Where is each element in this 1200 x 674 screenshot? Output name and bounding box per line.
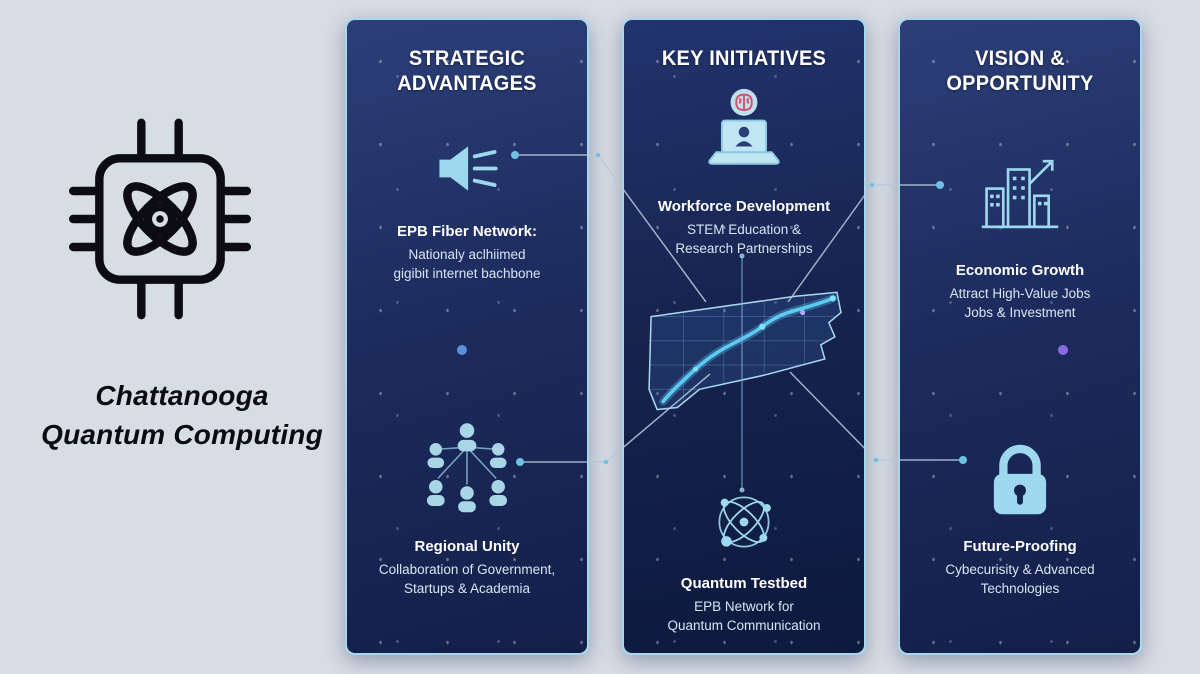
item-heading: Economic Growth	[955, 262, 1085, 279]
item-heading: Regional Unity	[414, 538, 520, 555]
padlock-icon	[900, 438, 1140, 524]
panel-key-initiatives: KEY INITIATIVES Workforce Development ST…	[622, 18, 866, 655]
initiatives-item-testbed: Quantum Testbed EPB Network for Quantum …	[624, 575, 864, 635]
strategic-item-fiber: EPB Fiber Network: Nationaly aclhiimed g…	[347, 223, 587, 283]
panel-title-initiatives: KEY INITIATIVES	[661, 47, 827, 70]
panel-vision-opportunity: VISION & OPPORTUNITY Economic Growth	[898, 18, 1142, 655]
brand-title: Chattanooga Quantum Computing	[41, 380, 323, 451]
item-heading: Quantum Testbed	[680, 575, 808, 592]
item-body: STEM Education & Research Partnerships	[675, 222, 813, 257]
vision-item-futureproof: Future-Proofing Cybecurisity & Advanced …	[900, 538, 1140, 598]
brain-icon	[735, 93, 753, 111]
panel-title-vision: VISION & OPPORTUNITY	[946, 47, 1094, 96]
item-heading: Workforce Development	[657, 198, 831, 215]
strategic-item-unity: Regional Unity Collaboration of Governme…	[347, 538, 587, 598]
panel-title-strategic: STRATEGIC ADVANTAGES	[397, 47, 537, 96]
item-body: EPB Network for Quantum Communication	[667, 599, 821, 634]
item-heading: EPB Fiber Network:	[396, 223, 538, 240]
initiatives-item-workforce: Workforce Development STEM Education & R…	[624, 198, 864, 258]
item-body: Collaboration of Government, Startups & …	[378, 562, 556, 597]
megaphone-icon	[347, 142, 587, 195]
item-heading: Future-Proofing	[963, 538, 1077, 555]
panel-strategic-advantages: STRATEGIC ADVANTAGES EPB Fiber Network: …	[345, 18, 589, 655]
tennessee-map	[643, 282, 845, 434]
people-network-icon	[347, 418, 587, 518]
city-growth-icon	[900, 148, 1140, 234]
chip-atom-logo	[62, 108, 258, 330]
atom-network-icon	[624, 478, 864, 566]
vision-item-growth: Economic Growth Attract High-Value Jobs …	[900, 262, 1140, 322]
item-body: Attract High-Value Jobs Jobs & Investmen…	[949, 286, 1091, 321]
item-body: Nationaly aclhiimed gigibit internet bac…	[393, 247, 541, 282]
laptop-brain-icon	[624, 86, 864, 182]
item-body: Cybecurisity & Advanced Technologies	[945, 562, 1095, 597]
